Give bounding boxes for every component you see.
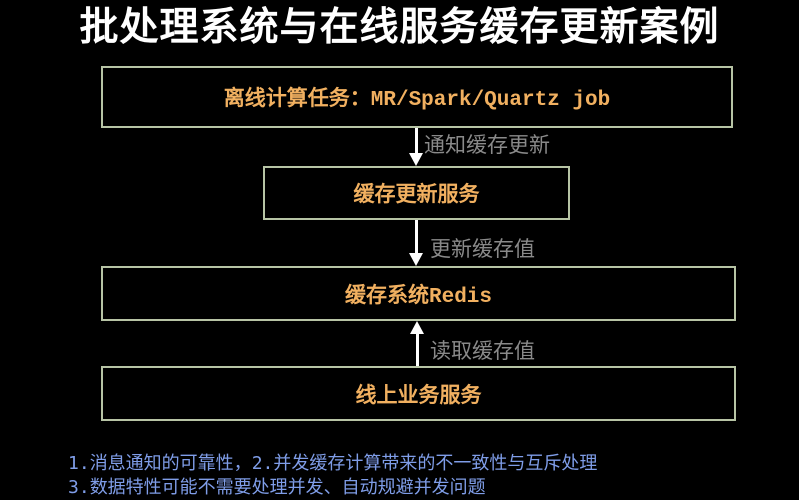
note-text: 消息通知的可靠性，: [89, 453, 252, 474]
arrow-down-icon: [409, 220, 423, 266]
node-label-cn: 离线计算任务：: [223, 86, 371, 110]
node-cache-update-service: 缓存更新服务: [263, 166, 570, 220]
note-number: 3.: [68, 477, 90, 498]
notes: 1.消息通知的可靠性，2.并发缓存计算带来的不一致性与互斥处理 3.数据特性可能…: [68, 452, 597, 500]
node-label-en: MR/Spark/Quartz job: [370, 89, 611, 112]
node-online-service: 线上业务服务: [101, 366, 736, 421]
edge-label-read: 读取缓存值: [430, 339, 535, 363]
notes-line-1: 1.消息通知的可靠性，2.并发缓存计算带来的不一致性与互斥处理: [68, 452, 597, 476]
notes-line-2: 3.数据特性可能不需要处理并发、自动规避并发问题: [68, 476, 597, 500]
node-offline-job-label: 离线计算任务：MR/Spark/Quartz job: [224, 82, 610, 112]
node-cache-redis-label: 缓存系统Redis: [345, 279, 492, 309]
note-number: 1.: [68, 453, 90, 474]
arrow-up-icon: [410, 321, 424, 366]
note-text: 数据特性可能不需要处理并发、自动规避并发问题: [89, 477, 486, 498]
node-cache-redis: 缓存系统Redis: [101, 266, 736, 321]
edge-label-update: 更新缓存值: [430, 237, 535, 261]
node-label-cn: 缓存系统: [344, 282, 429, 307]
page-title: 批处理系统与在线服务缓存更新案例: [79, 5, 720, 50]
arrow-down-icon: [409, 128, 423, 166]
node-online-service-label: 线上业务服务: [355, 382, 482, 407]
note-number: 2.: [251, 453, 274, 474]
note-text: 并发缓存计算带来的不一致性与互斥处理: [273, 453, 598, 474]
edge-label-notify: 通知缓存更新: [424, 133, 550, 157]
node-label-en: Redis: [428, 285, 492, 309]
node-offline-job: 离线计算任务：MR/Spark/Quartz job: [101, 66, 733, 128]
node-cache-update-service-label: 缓存更新服务: [353, 182, 480, 206]
